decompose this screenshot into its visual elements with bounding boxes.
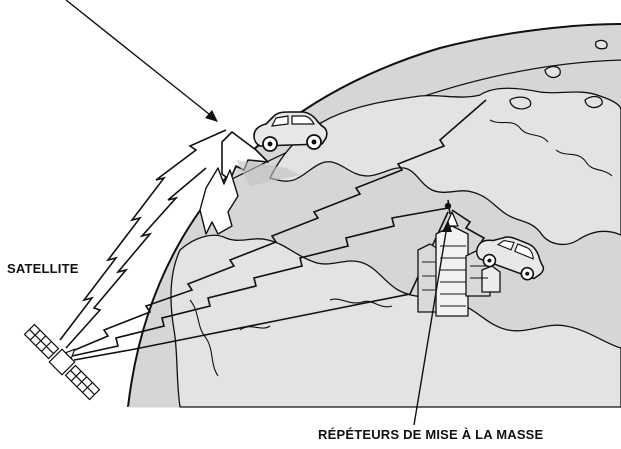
car-icon [253, 111, 328, 152]
globe-horizon [127, 23, 621, 408]
signal-to-repeater-b [73, 211, 449, 361]
island-4 [509, 96, 532, 110]
signal-to-repeater [71, 207, 449, 357]
island-1 [544, 65, 561, 79]
signal-to-car-b [65, 167, 207, 349]
signal-to-car [59, 129, 227, 341]
repeaters-label: RÉPÉTEURS DE MISE À LA MASSE [318, 427, 544, 442]
island-3 [584, 95, 603, 109]
island-2 [594, 39, 608, 50]
repeater-pointer [413, 220, 452, 426]
land-masses [170, 39, 621, 408]
satellite-icon [23, 323, 101, 401]
pointer-arrow [65, 0, 218, 122]
signal-to-globe [69, 99, 487, 353]
mountain-icon [199, 131, 300, 235]
satellite-label: SATELLITE [7, 261, 79, 276]
coastline-details [189, 119, 613, 377]
car-icon [476, 236, 545, 281]
